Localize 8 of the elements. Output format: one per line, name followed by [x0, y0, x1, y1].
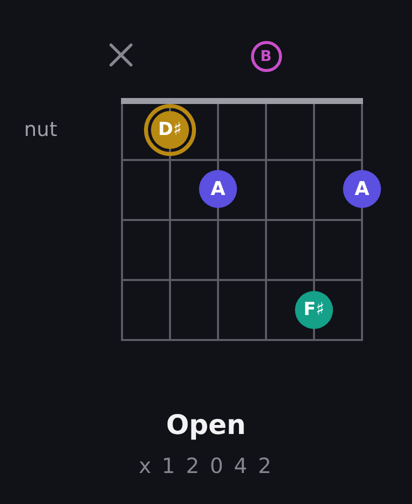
nut-label: nut — [24, 118, 58, 140]
chord-name: Open — [166, 411, 246, 441]
note-marker: A — [343, 170, 381, 208]
note-marker: A — [199, 170, 237, 208]
fingering-text: x 1 2 0 4 2 — [138, 455, 274, 478]
note-marker: F♯ — [295, 291, 333, 329]
open-string-marker: B — [250, 40, 282, 72]
root-note-marker: D♯ — [144, 104, 196, 156]
